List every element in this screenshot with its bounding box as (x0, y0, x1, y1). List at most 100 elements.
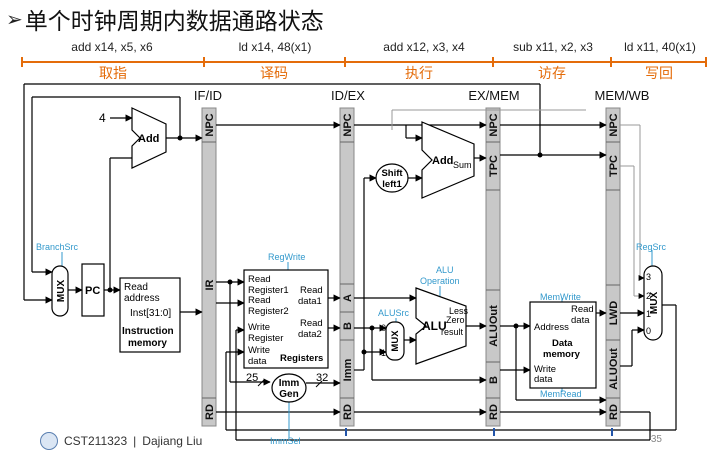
alu (415, 287, 467, 365)
branch-adder-sum: Sum (453, 160, 472, 170)
stage-instr-id: ld x14, 48(x1) (239, 40, 312, 54)
branch-mux (51, 265, 69, 317)
instruction-memory (119, 277, 181, 353)
imm-gen (271, 373, 307, 403)
reg-write-a: Write (248, 322, 270, 333)
immgen-label-2: Gen (279, 389, 298, 400)
shift-label-1: Shift (381, 168, 403, 179)
imem-name-2: memory (128, 338, 167, 349)
memwrite-signal: MemWrite (540, 292, 581, 302)
const-four: 4 (99, 111, 106, 125)
reg-rdata1-a: Read (300, 285, 323, 296)
page-number: 35 (650, 434, 662, 445)
pc-register (81, 263, 105, 317)
wb-mux-in0: 0 (646, 326, 651, 336)
branch-mux-label: MUX (56, 280, 67, 303)
reg-wdata-b: data (248, 356, 267, 367)
id-ex-rd: RD (342, 404, 354, 420)
reg-read2-a: Read (248, 295, 271, 306)
if-id-register (201, 107, 217, 427)
stage-divider-line (21, 57, 707, 67)
alu-result: result (441, 327, 464, 337)
mem-wb-rd: RD (608, 404, 620, 420)
dmem-read-label: Read (571, 304, 594, 315)
mem-wb-npc: NPC (608, 113, 620, 136)
alu-op-signal-2: Operation (420, 276, 460, 286)
stage-name-decode: 译码 (260, 65, 288, 81)
register-file (243, 269, 329, 369)
data-memory (529, 301, 597, 389)
stage-name-fetch: 取指 (99, 65, 127, 81)
reg-rdata2-b: data2 (298, 329, 322, 340)
stage-instr-if: add x14, x5, x6 (71, 40, 153, 54)
pc-adder (131, 107, 167, 169)
regsrc-signal: RegSrc (636, 242, 667, 252)
ex-mem-rd: RD (488, 404, 500, 420)
alusrc-mux-label: MUX (390, 330, 401, 352)
imem-name-1: Instruction (122, 326, 174, 337)
registers-title: Registers (280, 353, 323, 364)
regwrite-signal: RegWrite (268, 252, 305, 262)
id-ex-b: B (342, 322, 354, 330)
alu-zero: Zero (446, 315, 465, 325)
alu-label: ALU (422, 319, 447, 333)
ex-mem-aluout: ALUOut (488, 305, 500, 347)
branch-adder-label: Add (432, 155, 453, 167)
alusrc-mux-in1: 1 (381, 348, 386, 358)
memread-signal: MemRead (540, 389, 582, 399)
stage-name-memory: 访存 (538, 65, 566, 81)
university-logo-icon (40, 432, 58, 450)
if-id-rd: RD (204, 404, 216, 420)
reg-wdata-a: Write (248, 345, 270, 356)
slide-title: 单个时钟周期内数据通路状态 (24, 8, 324, 34)
alusrc-mux-in0: 0 (381, 323, 386, 333)
dmem-wdata-label: data (534, 374, 553, 385)
shift-label-2: left1 (382, 179, 402, 190)
alusrc-signal: ALUSrc (378, 308, 410, 318)
ex-mem-tpc: TPC (488, 155, 500, 177)
id-ex-register (339, 107, 355, 427)
mem-wb-label: MEM/WB (595, 88, 650, 103)
pc-adder-label: Add (138, 133, 159, 145)
if-id-ir: IR (204, 279, 216, 290)
branchsrc-signal: BranchSrc (36, 242, 79, 252)
footer-course: CST211323 (64, 434, 128, 448)
if-id-label: IF/ID (194, 88, 222, 103)
bullet-arrow-icon: ➢ (6, 8, 23, 31)
ex-mem-label: EX/MEM (468, 88, 519, 103)
mem-wb-aluout: ALUOut (608, 348, 620, 390)
immgen-output-width: 32 (316, 372, 328, 384)
writeback-mux (643, 265, 663, 341)
footer: CST211323 | Dajiang Liu (40, 432, 202, 450)
id-ex-a: A (342, 294, 354, 302)
dmem-address-label: Address (534, 322, 569, 333)
footer-author: Dajiang Liu (142, 434, 203, 448)
reg-rdata1-b: data1 (298, 296, 322, 307)
stage-name-execute: 执行 (405, 65, 433, 81)
stage-instr-ex: add x12, x3, x4 (383, 40, 465, 54)
dmem-name-2: memory (543, 349, 581, 360)
mem-wb-tpc: TPC (608, 155, 620, 177)
imem-address-label: address (124, 293, 160, 304)
stage-instr-mem: sub x11, x2, x3 (513, 40, 593, 54)
stage-name-writeback: 写回 (645, 65, 673, 81)
ex-mem-register (485, 107, 501, 427)
footer-separator: | (133, 434, 137, 448)
reg-read2-b: Register2 (248, 306, 289, 317)
pc-label: PC (85, 285, 100, 297)
alusrc-mux (385, 321, 405, 361)
branch-adder (421, 121, 475, 199)
dmem-data-label: data (571, 315, 590, 326)
reg-read1-b: Register1 (248, 285, 289, 296)
reg-write-b: Register (248, 333, 283, 344)
shift-left-1 (375, 163, 409, 193)
alu-less: Less (449, 306, 469, 316)
alu-op-signal-1: ALU (436, 265, 454, 275)
reg-read1-a: Read (248, 274, 271, 285)
ex-mem-npc: NPC (488, 113, 500, 136)
id-ex-imm: Imm (342, 358, 354, 381)
title-bar: ➢ 单个时钟周期内数据通路状态 (6, 2, 324, 36)
dmem-write-label: Write (534, 364, 556, 375)
wb-mux-label: MUX (649, 292, 660, 315)
